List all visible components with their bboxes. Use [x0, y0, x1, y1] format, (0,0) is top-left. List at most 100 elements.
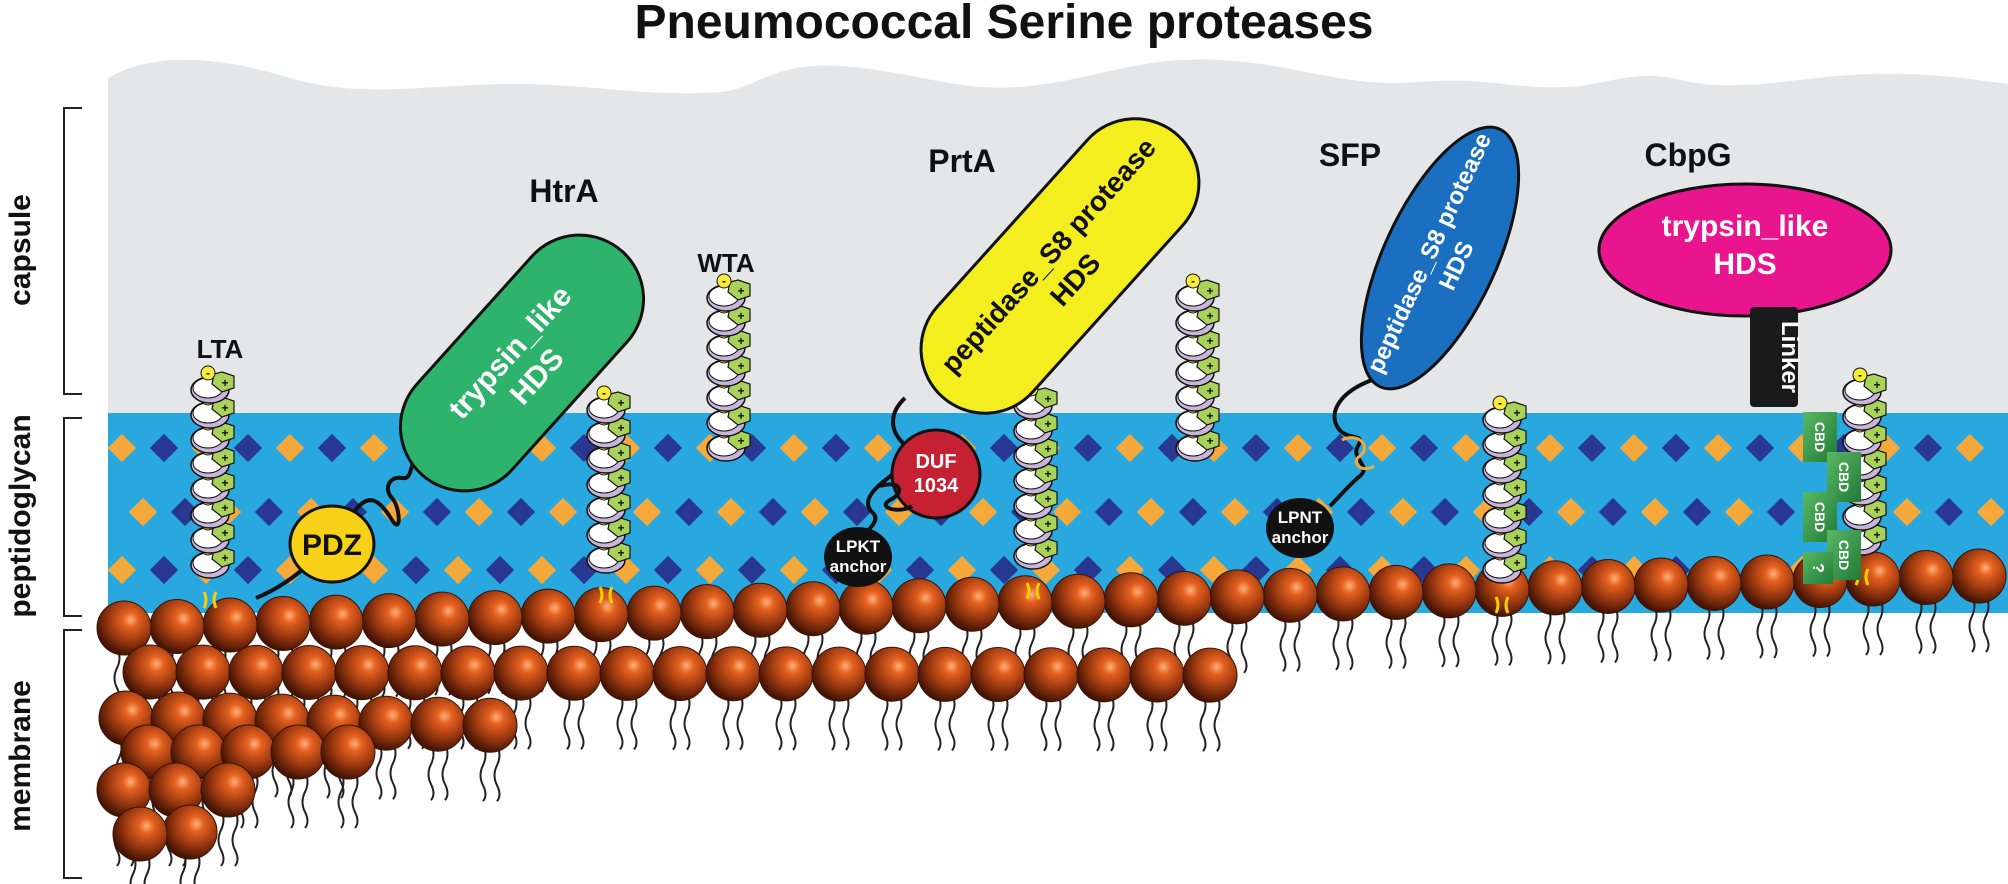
peptidoglycan-unit [1577, 433, 1607, 463]
peptidoglycan-unit [548, 497, 578, 527]
peptidoglycan-unit [821, 433, 851, 463]
lta-chain: +-+-+-+-+-+-+- [586, 385, 631, 604]
prta-anchor-line2: anchor [830, 557, 887, 576]
lipid-head [320, 724, 376, 780]
peptidoglycan-unit [1220, 497, 1250, 527]
svg-text:+: + [221, 401, 228, 415]
svg-text:+: + [1206, 334, 1213, 348]
peptidoglycan-unit [1136, 497, 1166, 527]
sfp-label: SFP [1319, 137, 1381, 173]
lipid-head [410, 696, 466, 752]
lipid-head [361, 593, 417, 649]
cbd-domain-unknown [1803, 552, 1833, 584]
prta-tether [856, 396, 912, 542]
lipid-head [467, 590, 523, 646]
svg-text:+: + [737, 359, 744, 373]
svg-text:+: + [1873, 453, 1880, 467]
cbd-label-2: CBD [1836, 462, 1852, 492]
lipid-head [1633, 557, 1689, 613]
lipid-head [414, 591, 470, 647]
lipid-head [270, 724, 326, 780]
lipid-head [1951, 548, 2007, 604]
lta-chain: +-+-+-+-+-+-+-+- [190, 365, 235, 609]
svg-text:+: + [737, 309, 744, 323]
svg-text:+: + [221, 551, 228, 565]
svg-text:+: + [1206, 384, 1213, 398]
peptidoglycan-unit [1094, 497, 1124, 527]
lipid-head [1898, 550, 1954, 606]
sfp-anchor-line2: anchor [1272, 528, 1329, 547]
lipid-head [917, 646, 973, 702]
lipid-head [626, 585, 682, 641]
lipid-head [1103, 572, 1159, 628]
svg-text:+: + [1513, 506, 1520, 520]
peptidoglycan-unit [989, 433, 1019, 463]
svg-text:+: + [221, 526, 228, 540]
peptidoglycan-unit [1115, 433, 1145, 463]
peptidoglycan-unit [695, 555, 725, 585]
svg-text:+: + [1044, 542, 1051, 556]
peptidoglycan-unit [1052, 497, 1082, 527]
svg-text:+: + [1873, 403, 1880, 417]
peptidoglycan-unit [1556, 497, 1586, 527]
peptidoglycan-unit [233, 555, 263, 585]
peptidoglycan-unit [1955, 433, 1985, 463]
duf-line1: DUF [915, 451, 956, 473]
lipid-head [1527, 560, 1583, 616]
svg-text:+: + [737, 334, 744, 348]
cbd-label-3: CBD [1812, 502, 1828, 532]
peptidoglycan-unit [1346, 497, 1376, 527]
lipid-head [1129, 647, 1185, 703]
lipid-head [1182, 647, 1238, 703]
cbpg-trypsin-domain [1597, 182, 1893, 318]
cbd-label-1: CBD [1812, 422, 1828, 452]
cbpg-linker [1750, 307, 1798, 407]
svg-text:+: + [1513, 556, 1520, 570]
lipid-head [1209, 569, 1265, 625]
lipid-head [1023, 647, 1079, 703]
peptidoglycan-unit [1598, 497, 1628, 527]
prta-lpkt-anchor [824, 527, 892, 587]
svg-text:+: + [617, 521, 624, 535]
lipid-head [891, 578, 947, 634]
layer-brackets [63, 107, 82, 879]
sfp-peptidase-domain [1359, 125, 1521, 391]
duf1034-domain [890, 428, 982, 520]
svg-text:+: + [617, 446, 624, 460]
lipid-head [1050, 573, 1106, 629]
lipid-head [440, 645, 496, 701]
lipid-head [462, 697, 518, 753]
lipid-head [1580, 558, 1636, 614]
lipid-head [758, 646, 814, 702]
lipid-head [546, 645, 602, 701]
sfp-lpnt-anchor [1266, 498, 1334, 558]
prta-peptidase-domain [919, 117, 1201, 415]
svg-text:+: + [617, 396, 624, 410]
svg-text:+: + [1044, 517, 1051, 531]
peptidoglycan-unit [905, 555, 935, 585]
lipid-head [838, 579, 894, 635]
peptidoglycan-unit [842, 497, 872, 527]
lipid-head [944, 576, 1000, 632]
lipid-head [1421, 563, 1477, 619]
lipid-head [228, 644, 284, 700]
lipid-head [705, 646, 761, 702]
sfp-anchor-line1: LPNT [1278, 508, 1323, 527]
peptidoglycan-unit [1178, 497, 1208, 527]
label-lta: LTA [197, 334, 244, 364]
peptidoglycan-unit [1619, 433, 1649, 463]
pdz-domain [288, 504, 376, 584]
cbpg-linker-label: Linker [1776, 321, 1803, 393]
lipid-head [112, 806, 168, 862]
peptidoglycan-unit [1976, 497, 2006, 527]
svg-text:+: + [1873, 378, 1880, 392]
lta-chain: +-+-+-+-+-+-+- [1482, 395, 1527, 614]
svg-text:+: + [1513, 481, 1520, 495]
svg-text:+: + [1873, 428, 1880, 442]
lipid-head [493, 645, 549, 701]
svg-text:-: - [1498, 396, 1502, 410]
svg-text:+: + [737, 409, 744, 423]
lipid-head [281, 644, 337, 700]
svg-text:+: + [221, 501, 228, 515]
lipid-head [255, 596, 311, 652]
